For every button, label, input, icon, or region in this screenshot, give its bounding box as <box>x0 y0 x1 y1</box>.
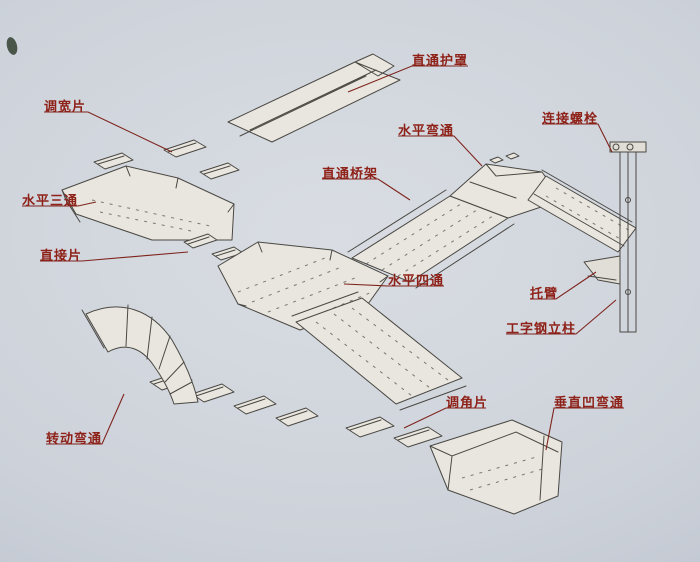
width-adjust-piece-folds <box>97 142 231 175</box>
label-connecting-bolts: 连接螺栓 <box>542 111 599 126</box>
label-horizontal-elbow: 水平弯通 <box>398 123 455 138</box>
straight-cover-body <box>227 53 401 143</box>
vertical-concave-bend-folds <box>429 431 559 501</box>
horizontal-tee <box>61 165 235 241</box>
horizontal-elbow-tabs <box>489 152 520 164</box>
tray-to-column-perforations <box>545 187 633 241</box>
column-web-lines <box>619 151 637 333</box>
photo-speck <box>6 37 18 55</box>
label-rotating-elbow: 转动弯通 <box>46 431 103 446</box>
horizontal-cross-walls <box>237 241 389 307</box>
down-tray-rails <box>291 291 467 411</box>
label-width-adjust-piece: 调宽片 <box>44 99 87 114</box>
label-support-arm: 托臂 <box>530 286 559 301</box>
rotating-elbow-segments <box>81 304 193 395</box>
label-straight-cover: 直通护罩 <box>412 53 469 68</box>
support-arm-brace <box>587 275 617 281</box>
connecting-bolt <box>612 143 620 151</box>
vertical-concave-bend <box>429 419 563 515</box>
straight-tray <box>347 189 515 289</box>
label-horizontal-tee: 水平三通 <box>22 193 79 208</box>
straight-cover-folds <box>239 69 377 137</box>
label-straight-tray: 直通桥架 <box>322 166 379 181</box>
straight-cover <box>227 53 401 143</box>
horizontal-tee-perforations <box>91 199 211 233</box>
horizontal-elbow-folds <box>469 163 543 199</box>
label-vertical-concave-bend: 垂直凹弯通 <box>554 395 625 410</box>
horizontal-elbow <box>449 152 563 219</box>
horizontal-tee-walls <box>61 165 235 223</box>
label-connector-piece: 直接片 <box>40 248 83 263</box>
label-angle-adjust-piece: 调角片 <box>446 395 489 410</box>
angle-adjust-pieces <box>345 416 443 448</box>
tray-to-column-rails <box>533 169 633 247</box>
down-tray-body <box>295 297 463 405</box>
width-adjust-piece-bodies <box>93 139 240 180</box>
straight-tray-perforations <box>365 201 497 277</box>
width-adjust-pieces <box>93 139 240 180</box>
angle-adjust-piece-folds <box>349 419 430 441</box>
rotating-elbow-body <box>85 306 199 405</box>
column-top-plate <box>609 141 647 153</box>
connecting-bolt <box>626 143 634 151</box>
column-bolt-hole <box>625 289 631 295</box>
rotating-elbow <box>81 304 199 405</box>
angle-adjust-piece-bodies <box>345 416 443 448</box>
tray-to-column <box>527 169 637 253</box>
connector-piece-folds <box>187 236 236 257</box>
vertical-concave-bend-perforations <box>461 455 547 491</box>
down-tray <box>291 291 467 411</box>
down-tray-perforations <box>315 307 449 397</box>
leader-lines <box>22 65 624 451</box>
label-horizontal-cross: 水平四通 <box>388 273 445 288</box>
label-i-beam-column: 工字钢立柱 <box>506 321 577 336</box>
column-bolt-hole <box>625 197 631 203</box>
straight-tray-rails <box>347 189 515 289</box>
